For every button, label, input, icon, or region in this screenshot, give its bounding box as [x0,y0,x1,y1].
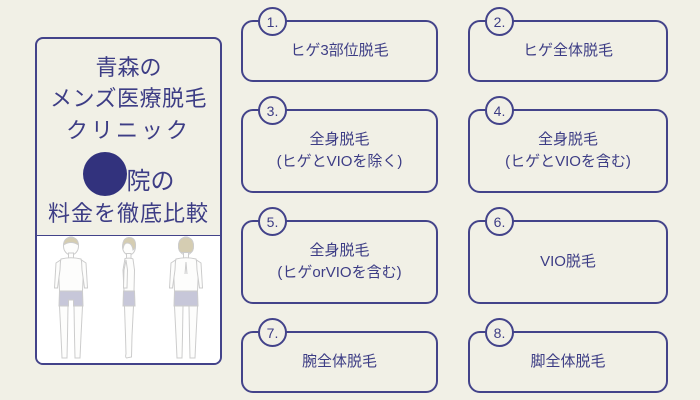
category-label: 全身脱毛 [309,242,370,259]
title-clinic: クリニック [65,118,191,143]
male-body-figures-icon [53,236,204,359]
category-label: VIO脱毛 [540,253,596,270]
title-panel: 青森の メンズ医療脱毛 クリニック 院の 料金を徹底比較 [35,37,222,365]
category-label: 脚全体脱毛 [530,353,606,370]
category-box-4: 4. 全身脱毛 (ヒゲとVIOを含む) [468,96,668,193]
category-box-3: 3. 全身脱毛 (ヒゲとVIOを除く) [241,96,438,193]
title-compare: 料金を徹底比較 [47,201,209,226]
category-label: 全身脱毛 [537,131,598,148]
title-region: 青森の [95,55,162,80]
number-badge-5: 5. [258,207,287,236]
number-badge-6: 6. [485,207,514,236]
category-sublabel: (ヒゲとVIOを含む) [505,153,631,170]
category-label: ヒゲ3部位脱毛 [290,42,389,59]
category-box-1: 1. ヒゲ3部位脱毛 [241,7,438,82]
number-badge-4: 4. [485,96,514,125]
category-box-7: 7. 腕全体脱毛 [241,318,438,393]
category-label: ヒゲ全体脱毛 [522,42,613,59]
category-box-2: 2. ヒゲ全体脱毛 [468,7,668,82]
number-badge-8: 8. [485,318,514,347]
masked-count-circle [82,152,127,196]
category-box-8: 8. 脚全体脱毛 [468,318,668,393]
number-badge-7: 7. [258,318,287,347]
clinic-count-row: 院の [37,151,220,197]
body-figures-panel [37,236,220,363]
category-box-6: 6. VIO脱毛 [468,207,668,304]
title-category: メンズ医療脱毛 [49,86,208,111]
category-box-5: 5. 全身脱毛 (ヒゲorVIOを含む) [241,207,438,304]
number-badge-2: 2. [485,7,514,36]
category-sublabel: (ヒゲorVIOを含む) [277,264,402,281]
category-label: 全身脱毛 [309,131,370,148]
category-label: 腕全体脱毛 [301,353,377,370]
category-sublabel: (ヒゲとVIOを除く) [276,153,403,170]
clinic-count-suffix: 院の [126,168,175,195]
category-grid: 1. ヒゲ3部位脱毛 2. ヒゲ全体脱毛 3. 全身脱毛 (ヒゲとVIOを除く)… [241,7,668,393]
number-badge-1: 1. [258,7,287,36]
panel-divider [37,235,220,236]
number-badge-3: 3. [258,96,287,125]
panel-title: 青森の メンズ医療脱毛 クリニック 院の 料金を徹底比較 [37,39,220,231]
